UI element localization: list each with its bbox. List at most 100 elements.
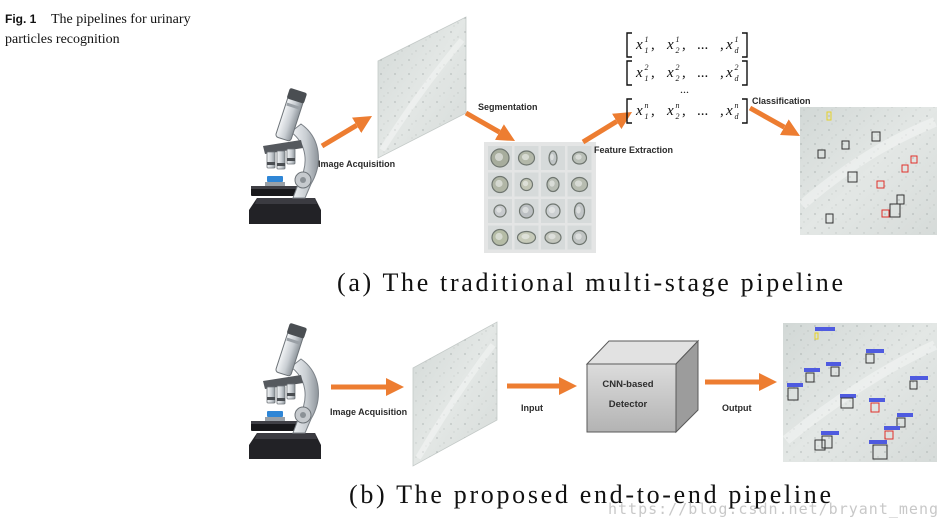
particle-box (840, 397, 854, 409)
label-output: Output (722, 403, 752, 413)
particle-box (876, 180, 885, 189)
segmented-cell-image (514, 225, 539, 250)
particle-box (910, 155, 918, 164)
matrix-row-ellipsis: ... (680, 82, 689, 96)
matrix-comma: , (651, 37, 655, 53)
matrix-subscript: 1 (645, 112, 649, 121)
microscopy-image-panel (412, 321, 498, 467)
detection-label-tag (910, 376, 928, 380)
particle-box (817, 149, 826, 159)
detection-label-tag (826, 362, 841, 366)
figure-label: Fig. 1 (5, 12, 37, 26)
detection-label-tag (897, 413, 913, 417)
segmented-cell-image (567, 172, 592, 197)
matrix-right-bracket (742, 32, 748, 58)
detection-label-tag (840, 394, 856, 398)
particle-box (865, 353, 875, 364)
matrix-subscript: 1 (645, 74, 649, 83)
matrix-subscript: d (735, 74, 740, 83)
segmented-cell-image (567, 225, 592, 250)
matrix-superscript: 2 (735, 63, 739, 72)
matrix-subscript: 2 (676, 46, 680, 55)
matrix-variable: x (666, 65, 674, 81)
segmented-cell-image (488, 172, 512, 197)
matrix-variable: x (725, 65, 733, 81)
label-image-acquisition: Image Acquisition (318, 159, 395, 169)
particle-box (841, 140, 850, 150)
matrix-left-bracket (626, 98, 632, 124)
particle-box (814, 332, 819, 340)
label-input: Input (521, 403, 543, 413)
particle-box (825, 213, 834, 224)
particle-box (847, 171, 858, 183)
segmented-cell-image (514, 146, 539, 170)
matrix-comma: , (720, 37, 724, 53)
detection-label-tag (869, 398, 885, 402)
particle-box (814, 439, 826, 451)
matrix-comma: , (651, 103, 655, 119)
segmented-cell-image (541, 172, 565, 197)
matrix-variable: x (725, 103, 733, 119)
particle-box (889, 203, 901, 218)
segmented-cell-image (541, 146, 565, 170)
matrix-subscript: 1 (645, 46, 649, 55)
microscope-icon (248, 88, 322, 225)
classification-result-image (798, 107, 937, 235)
matrix-comma: , (720, 65, 724, 81)
detection-result-image (782, 323, 938, 462)
particle-box (830, 366, 840, 377)
particle-box (909, 380, 918, 390)
detection-label-tag (815, 327, 835, 331)
microscope-icon (248, 323, 322, 460)
matrix-superscript: n (735, 101, 739, 110)
watermark: https://blog.csdn.net/bryant_meng (608, 500, 938, 518)
matrix-variable: x (666, 37, 674, 53)
segmented-cell-image (567, 199, 592, 223)
label-classification: Classification (752, 96, 811, 106)
segmented-cell-image (488, 225, 512, 250)
label-segmentation: Segmentation (478, 102, 538, 112)
segmented-cells-grid (484, 142, 596, 253)
segmented-cell-image (514, 172, 539, 197)
matrix-comma: , (682, 65, 686, 81)
detector-label-line-1: CNN-based (602, 379, 653, 390)
matrix-comma: , (682, 103, 686, 119)
figure-caption-line-1: The pipelines for urinary (51, 12, 191, 27)
segmented-cell-image (514, 199, 539, 223)
matrix-variable: x (666, 103, 674, 119)
detection-label-tag (787, 383, 803, 387)
arrow-acquisition (320, 116, 373, 149)
matrix-left-bracket (626, 32, 632, 58)
pipeline-b: Image Acquisition Input CNN-based Detect… (248, 321, 938, 509)
matrix-ellipsis: ... (697, 37, 708, 53)
detection-label-tag (804, 368, 820, 372)
matrix-variable: x (635, 37, 643, 53)
detection-label-tag (821, 431, 839, 435)
particle-box (901, 164, 909, 173)
matrix-superscript: 1 (735, 35, 739, 44)
matrix-variable: x (635, 103, 643, 119)
detection-label-tag (884, 426, 900, 430)
microscopy-image-panel (377, 16, 467, 159)
particle-box (787, 387, 799, 401)
caption-a: (a) The traditional multi-stage pipeline (337, 268, 843, 297)
matrix-subscript: d (735, 112, 740, 121)
matrix-variable: x (635, 65, 643, 81)
segmented-cell-image (567, 146, 592, 170)
particle-box (884, 430, 894, 440)
matrix-variable: x (725, 37, 733, 53)
matrix-superscript: n (645, 101, 649, 110)
matrix-superscript: 2 (645, 63, 649, 72)
segmented-cell-image (541, 199, 565, 223)
particle-box (870, 402, 880, 413)
matrix-subscript: 2 (676, 74, 680, 83)
matrix-superscript: 1 (645, 35, 649, 44)
segmented-cell-image (488, 146, 512, 170)
matrix-ellipsis: ... (697, 103, 708, 119)
matrix-left-bracket (626, 60, 632, 86)
particle-box (881, 209, 890, 218)
matrix-subscript: d (735, 46, 740, 55)
